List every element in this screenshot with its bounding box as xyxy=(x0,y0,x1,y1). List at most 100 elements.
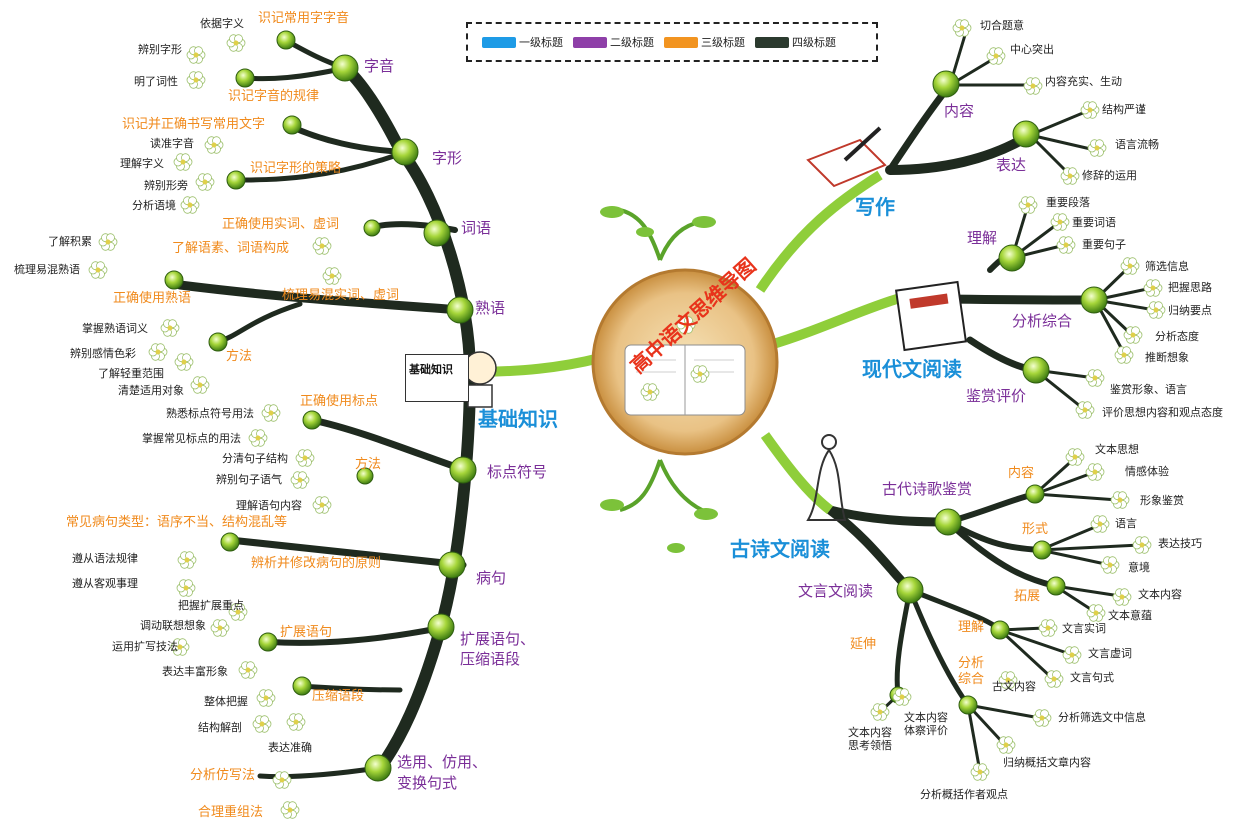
flower-icon xyxy=(996,736,1016,754)
l4-kuozhan-a1: 把握扩展重点 xyxy=(178,599,244,612)
l2-xiandai-lijie: 理解 xyxy=(967,229,998,247)
l4-shige-n3: 形象鉴赏 xyxy=(1140,494,1184,507)
flower-icon xyxy=(177,551,197,569)
legend-swatch xyxy=(573,36,607,48)
l4-xiezuo-b1: 结构严谨 xyxy=(1102,103,1146,116)
flower-icon xyxy=(322,267,342,285)
l2-kuozhan-1: 扩展语句、 xyxy=(460,630,536,648)
node-ball xyxy=(164,270,184,290)
l3-ziyin-a: 识记常用字字音 xyxy=(258,11,350,26)
node-ball xyxy=(356,467,374,485)
flower-icon xyxy=(272,771,292,789)
flower-icon xyxy=(238,661,258,679)
l4-ziyin-2: 辨别字形 xyxy=(138,43,182,56)
node-ball xyxy=(990,620,1010,640)
node-ball xyxy=(391,138,419,166)
flower-icon xyxy=(892,688,912,706)
flower-icon xyxy=(286,713,306,731)
node-ball xyxy=(1046,576,1066,596)
l4-biaodian-a2: 掌握常见标点的用法 xyxy=(142,432,241,445)
l4-xiandai-f5: 推断想象 xyxy=(1145,351,1189,364)
flower-icon xyxy=(1032,709,1052,727)
l3-wenyan-fenxi-2: 综合 xyxy=(958,672,985,687)
l4-xiezuo-b2: 语言流畅 xyxy=(1115,138,1159,151)
l4-xiezuo-b3: 修辞的运用 xyxy=(1082,169,1137,182)
l4-wenyan-y1a: 文本内容 xyxy=(848,726,892,739)
leaf-flowers xyxy=(88,19,1166,819)
l1-xiezuo: 写作 xyxy=(855,195,895,219)
l2-wenyan: 文言文阅读 xyxy=(798,582,874,600)
sprout-top-icon xyxy=(600,206,716,261)
l4-wenyan-y1b: 思考领悟 xyxy=(848,739,892,752)
flower-icon xyxy=(1114,346,1134,364)
flower-icon xyxy=(173,153,193,171)
flower-icon xyxy=(1090,515,1110,533)
l4-wenyan-f4: 分析概括作者观点 xyxy=(920,788,1008,801)
l4-kuozhan-a3: 运用扩写技法 xyxy=(112,640,178,653)
node-ball xyxy=(427,613,455,641)
l4-xiandai-j2: 评价思想内容和观点态度 xyxy=(1102,406,1223,419)
flower-icon xyxy=(870,703,890,721)
l3-ciyu-3: 梳理易混实词、虚词 xyxy=(282,288,400,303)
flower-icon xyxy=(1100,556,1120,574)
flower-icon xyxy=(1018,196,1038,214)
branch-gushiwen-link xyxy=(760,432,834,514)
node-ball xyxy=(282,115,302,135)
flower-icon xyxy=(1132,536,1152,554)
flower-icon xyxy=(1075,401,1095,419)
legend-label: 三级标题 xyxy=(701,36,745,49)
flower-icon xyxy=(1065,448,1085,466)
flower-icon xyxy=(1023,77,1043,95)
l1-gushiwen: 古诗文阅读 xyxy=(730,537,830,561)
l4-biaodian-b1: 分清句子结构 xyxy=(222,452,288,465)
flower-icon xyxy=(170,638,190,656)
flower-icon xyxy=(190,376,210,394)
node-ball xyxy=(364,754,392,782)
l4-shige-t2: 文本意蕴 xyxy=(1108,609,1152,622)
flower-icon xyxy=(1080,101,1100,119)
flower-icon xyxy=(1060,167,1080,185)
flower-icon xyxy=(690,365,710,383)
l4-wenyan-l2: 文言虚词 xyxy=(1088,647,1132,660)
node-ball xyxy=(363,219,381,237)
l3-wenyan-lijie: 理解 xyxy=(958,620,985,635)
flower-icon xyxy=(180,196,200,214)
node-ball xyxy=(438,551,466,579)
l4-xiandai-l2: 重要词语 xyxy=(1072,216,1116,229)
l1-xiandai: 现代文阅读 xyxy=(862,357,962,381)
l2-biaodian: 标点符号 xyxy=(487,463,548,481)
l3-wenyan-yanshen: 延伸 xyxy=(850,637,877,652)
book-pen-icon xyxy=(806,126,887,188)
center-disc xyxy=(591,268,779,456)
node-ball xyxy=(331,54,359,82)
l3-bingju-b: 辨析并修改病句的原则 xyxy=(251,556,382,571)
flower-icon xyxy=(312,237,332,255)
node-ball xyxy=(446,296,474,324)
legend-swatch xyxy=(482,36,516,48)
flower-icon xyxy=(1056,236,1076,254)
legend-item: 二级标题 xyxy=(573,34,654,50)
l2-xuanyong-1: 选用、仿用、 xyxy=(397,753,488,771)
flower-icon xyxy=(1110,491,1130,509)
flower-icon xyxy=(676,316,696,334)
l4-kuozhan-a2: 调动联想想象 xyxy=(140,619,206,632)
node-ball xyxy=(449,456,477,484)
l3-xuanyong-1: 分析仿写法 xyxy=(190,768,256,783)
node-ball xyxy=(276,30,296,50)
flower-icon xyxy=(952,19,972,37)
l4-biaodian-b2: 辨别句子语气 xyxy=(216,473,282,486)
l4-wenyan-y2a: 文本内容 xyxy=(904,711,948,724)
node-ball xyxy=(208,332,228,352)
l3-kuozhan-b: 压缩语段 xyxy=(312,689,365,704)
l3-shuyu-a: 正确使用熟语 xyxy=(113,291,192,306)
l4-xiandai-f3: 归纳要点 xyxy=(1168,304,1212,317)
l4-xiezuo-n1: 切合题意 xyxy=(980,19,1024,32)
l4-xiandai-f2: 把握思路 xyxy=(1168,281,1212,294)
node-ball xyxy=(958,695,978,715)
l2-ziyin: 字音 xyxy=(364,57,395,75)
l4-xiezuo-n2: 中心突出 xyxy=(1010,43,1054,56)
l3-ciyu-2: 了解语素、词语构成 xyxy=(172,241,290,256)
l4-shige-n2: 情感体验 xyxy=(1125,465,1169,478)
legend-label: 四级标题 xyxy=(792,36,836,49)
flower-icon xyxy=(1120,257,1140,275)
